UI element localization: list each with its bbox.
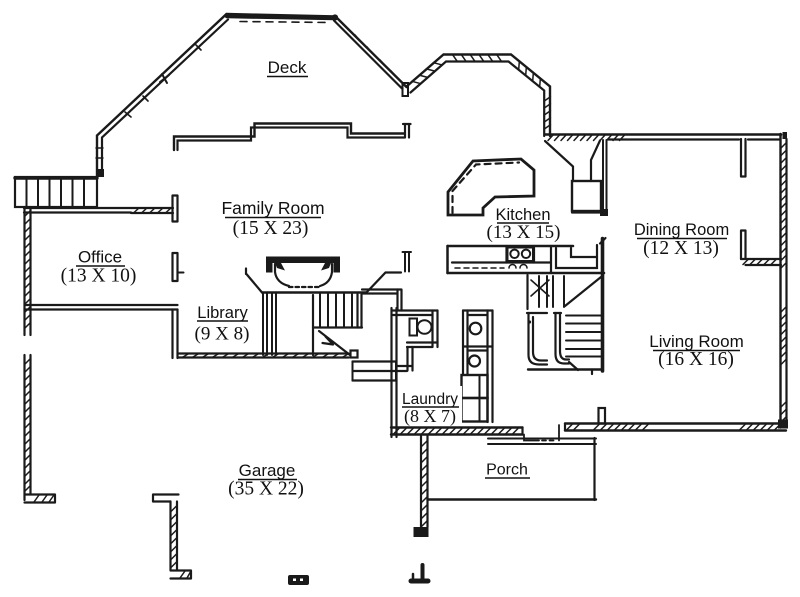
svg-text:Kitchen: Kitchen (495, 206, 550, 224)
svg-text:(8 X 7): (8 X 7) (404, 406, 456, 427)
svg-text:Laundry: Laundry (402, 391, 458, 408)
svg-text:(35 X 22): (35 X 22) (228, 479, 304, 500)
svg-text:Garage: Garage (239, 461, 296, 480)
svg-text:Deck: Deck (268, 58, 307, 77)
svg-text:Family Room: Family Room (221, 198, 324, 218)
svg-text:Porch: Porch (486, 462, 528, 479)
svg-text:(16 X 16): (16 X 16) (658, 349, 734, 370)
svg-text:Living Room: Living Room (649, 332, 744, 351)
svg-text:(15 X 23): (15 X 23) (233, 218, 309, 239)
svg-text:(9 X 8): (9 X 8) (195, 324, 250, 345)
svg-text:Office: Office (78, 248, 122, 267)
svg-text:(13 X 15): (13 X 15) (487, 222, 561, 243)
svg-text:(12 X 13): (12 X 13) (643, 238, 719, 259)
svg-text:Dining Room: Dining Room (634, 221, 729, 239)
svg-text:Library: Library (197, 304, 248, 322)
svg-text:(13 X 10): (13 X 10) (61, 266, 137, 287)
